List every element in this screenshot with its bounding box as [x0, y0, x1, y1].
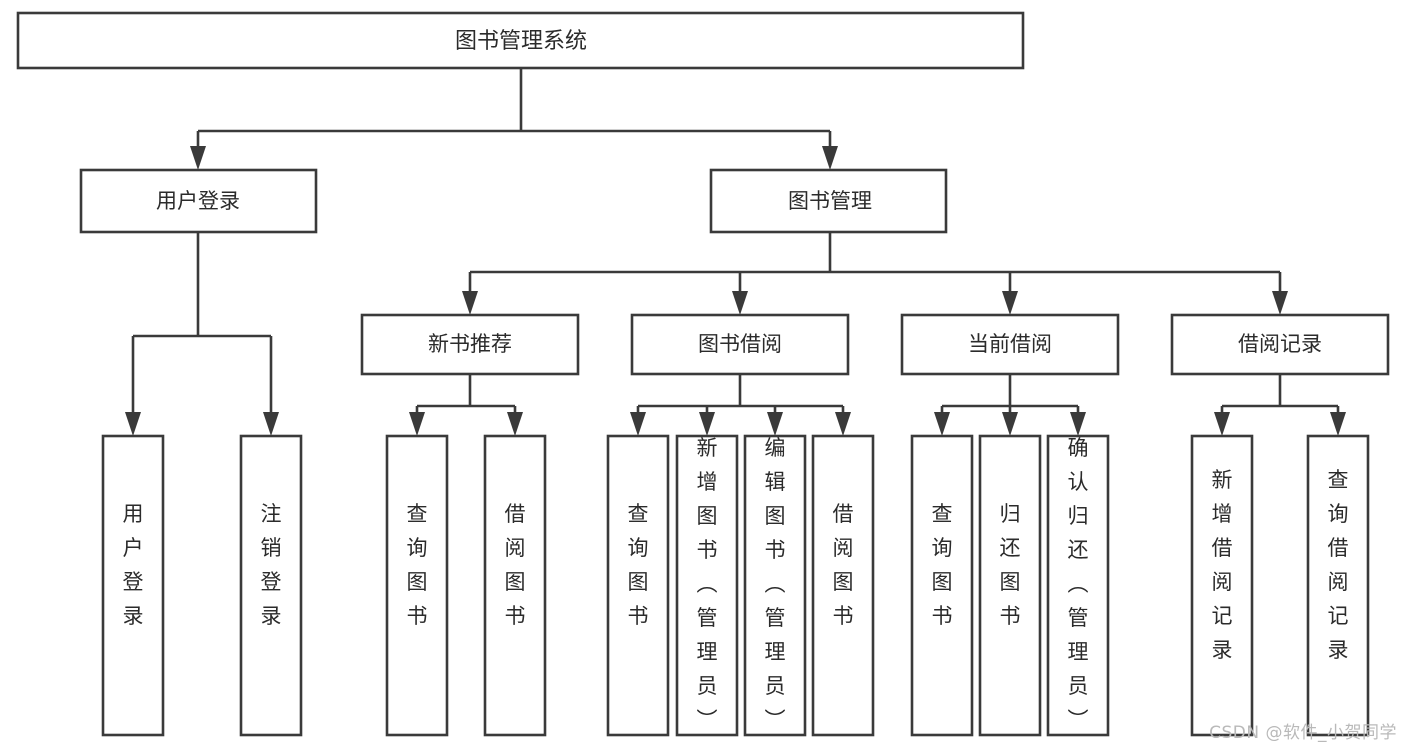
arrow-to-user-login	[190, 146, 206, 170]
arrow-to-new-book-recommend	[462, 291, 478, 315]
node-root[interactable]: 图书管理系统	[16, 11, 1025, 70]
arrow-leaf-query-book-1	[409, 412, 425, 436]
leaf-user-login[interactable]: 用户登录	[101, 434, 165, 737]
node-book-borrow-box[interactable]	[630, 313, 850, 376]
leaf-borrow-book-2[interactable]: 借阅图书	[811, 434, 875, 737]
leaf-confirm-return[interactable]: 确认归还︵管理员︶	[1046, 434, 1110, 737]
node-new-book-recommend[interactable]: 新书推荐	[360, 313, 580, 376]
leaf-logout[interactable]: 注销登录	[239, 434, 303, 737]
leaf-confirm-return-box[interactable]	[1046, 434, 1110, 737]
leaf-query-book-2-box[interactable]	[606, 434, 670, 737]
leaf-query-book-3[interactable]: 查询图书	[910, 434, 974, 737]
node-borrow-record-box[interactable]	[1170, 313, 1390, 376]
node-user-login[interactable]: 用户登录	[79, 168, 318, 234]
arrow-leaf-logout	[263, 412, 279, 436]
arrow-leaf-edit-book	[767, 412, 783, 436]
leaf-user-login-label: 用户登录	[123, 502, 144, 628]
leaf-query-record-box[interactable]	[1306, 434, 1370, 737]
leaf-edit-book-box[interactable]	[743, 434, 807, 737]
leaf-borrow-book-2-label: 借阅图书	[833, 502, 854, 628]
leaf-user-login-box[interactable]	[101, 434, 165, 737]
leaf-confirm-return-label: 确认归还︵管理员︶	[1068, 436, 1089, 732]
leaf-logout-label: 注销登录	[261, 502, 282, 628]
leaf-return-book-label: 归还图书	[1000, 502, 1021, 628]
arrow-leaf-add-record	[1214, 412, 1230, 436]
leaf-add-book-label: 新增图书︵管理员︶	[697, 436, 718, 732]
leaf-query-book-1-box[interactable]	[385, 434, 449, 737]
arrow-to-book-management	[822, 146, 838, 170]
leaf-add-record[interactable]: 新增借阅记录	[1190, 434, 1254, 737]
node-book-management-box[interactable]	[709, 168, 948, 234]
leaf-query-book-1[interactable]: 查询图书	[385, 434, 449, 737]
node-borrow-record[interactable]: 借阅记录	[1170, 313, 1390, 376]
node-user-login-box[interactable]	[79, 168, 318, 234]
leaf-add-record-label: 新增借阅记录	[1212, 468, 1233, 662]
leaf-return-book-box[interactable]	[978, 434, 1042, 737]
arrow-leaf-user-login	[125, 412, 141, 436]
arrow-to-borrow-record	[1272, 291, 1288, 315]
leaf-borrow-book-1-box[interactable]	[483, 434, 547, 737]
leaf-logout-box[interactable]	[239, 434, 303, 737]
leaf-return-book[interactable]: 归还图书	[978, 434, 1042, 737]
leaf-edit-book-label: 编辑图书︵管理员︶	[765, 436, 786, 732]
leaf-add-record-box[interactable]	[1190, 434, 1254, 737]
node-borrow-record-label: 借阅记录	[1238, 332, 1322, 356]
leaf-add-book[interactable]: 新增图书︵管理员︶	[675, 434, 739, 737]
leaf-query-book-3-box[interactable]	[910, 434, 974, 737]
node-root-box[interactable]	[16, 11, 1025, 70]
arrow-leaf-return-book	[1002, 412, 1018, 436]
node-current-borrow-box[interactable]	[900, 313, 1120, 376]
watermark-text: CSDN @软件_小贺同学	[1209, 723, 1397, 743]
arrow-leaf-query-book-2	[630, 412, 646, 436]
leaf-add-book-box[interactable]	[675, 434, 739, 737]
node-book-borrow-label: 图书借阅	[698, 332, 782, 356]
arrow-to-book-borrow	[732, 291, 748, 315]
arrow-leaf-confirm-return	[1070, 412, 1086, 436]
arrow-to-current-borrow	[1002, 291, 1018, 315]
arrow-leaf-add-book	[699, 412, 715, 436]
leaf-query-book-2-label: 查询图书	[628, 502, 649, 628]
node-book-management-label: 图书管理	[788, 189, 872, 213]
leaf-edit-book[interactable]: 编辑图书︵管理员︶	[743, 434, 807, 737]
arrow-leaf-borrow-book-1	[507, 412, 523, 436]
node-book-management[interactable]: 图书管理	[709, 168, 948, 234]
node-current-borrow[interactable]: 当前借阅	[900, 313, 1120, 376]
node-user-login-label: 用户登录	[156, 189, 240, 213]
leaf-borrow-book-1-label: 借阅图书	[505, 502, 526, 628]
arrow-leaf-query-record	[1330, 412, 1346, 436]
leaf-borrow-book-1[interactable]: 借阅图书	[483, 434, 547, 737]
node-book-borrow[interactable]: 图书借阅	[630, 313, 850, 376]
leaf-query-book-1-label: 查询图书	[407, 502, 428, 628]
node-new-book-recommend-label: 新书推荐	[428, 332, 512, 356]
node-root-label: 图书管理系统	[455, 29, 587, 54]
leaf-query-record-label: 查询借阅记录	[1328, 468, 1349, 662]
leaf-query-record[interactable]: 查询借阅记录	[1306, 434, 1370, 737]
arrow-leaf-query-book-3	[934, 412, 950, 436]
leaf-borrow-book-2-box[interactable]	[811, 434, 875, 737]
leaf-query-book-2[interactable]: 查询图书	[606, 434, 670, 737]
arrow-leaf-borrow-book-2	[835, 412, 851, 436]
connector-layer	[125, 68, 1346, 436]
leaf-query-book-3-label: 查询图书	[932, 502, 953, 628]
node-current-borrow-label: 当前借阅	[968, 332, 1052, 356]
node-new-book-recommend-box[interactable]	[360, 313, 580, 376]
